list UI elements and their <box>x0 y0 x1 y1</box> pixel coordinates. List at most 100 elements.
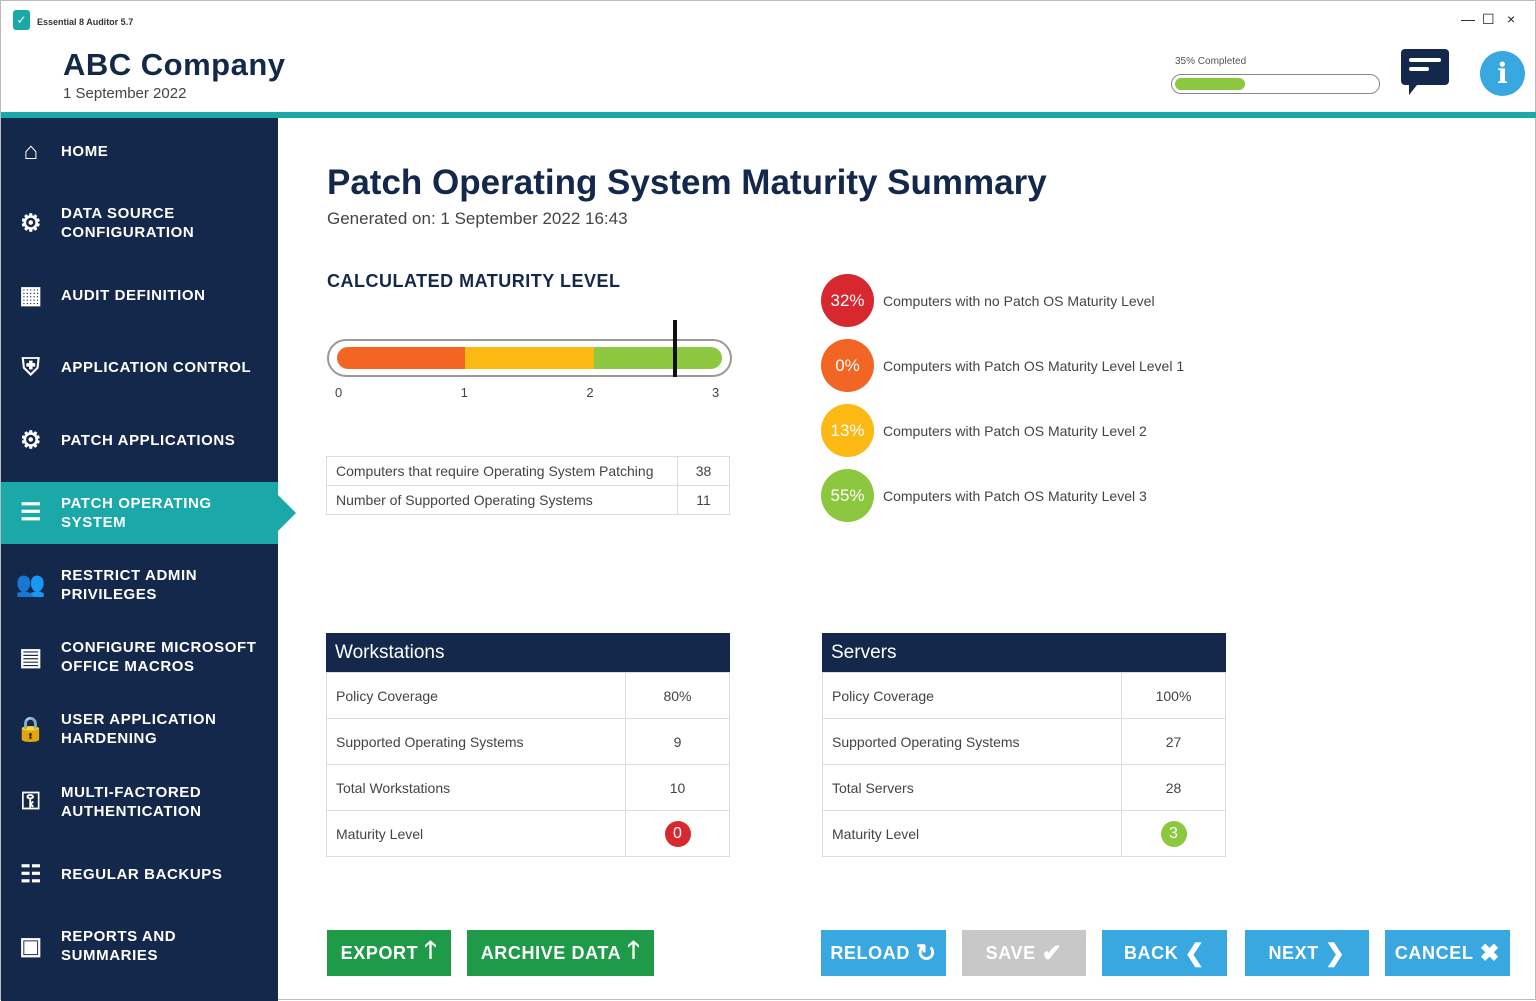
home-icon: ⌂ <box>23 137 39 165</box>
sidebar-item-patch-applications[interactable]: ⚙ PATCH APPLICATIONS <box>1 409 278 471</box>
chevron-left-icon: ❮ <box>1184 939 1206 967</box>
row-label: Supported Operating Systems <box>822 718 1122 765</box>
close-icon: ✖ <box>1479 939 1501 967</box>
row-label: Maturity Level <box>822 810 1122 857</box>
stats-table: Computers that require Operating System … <box>326 456 730 515</box>
sidebar-item-label: HOME <box>61 142 109 160</box>
row-value: 80% <box>663 687 692 704</box>
back-button[interactable]: BACK❮ <box>1102 930 1227 976</box>
row-value: 28 <box>1165 779 1182 796</box>
archive-data-button[interactable]: ARCHIVE DATA🡑 <box>467 930 654 976</box>
row-value: 27 <box>1165 733 1182 750</box>
legend-item: 13% Computers with Patch OS Maturity Leve… <box>821 404 1147 457</box>
row-label: Maturity Level <box>326 810 626 857</box>
maturity-gauge <box>327 339 732 377</box>
export-button[interactable]: EXPORT🡑 <box>327 930 451 976</box>
page-title: Patch Operating System Maturity Summary <box>327 163 1047 202</box>
percentage-circle: 32% <box>821 274 874 327</box>
sidebar-item-label: RESTRICT ADMIN PRIVILEGES <box>61 566 198 603</box>
user-application-hardening-icon: 🔒 <box>15 715 47 743</box>
info-icon[interactable]: i <box>1480 51 1525 96</box>
panel-title: Workstations <box>326 633 730 672</box>
stat-value: 38 <box>677 456 730 486</box>
arrow-up-icon: 🡑 <box>424 936 438 964</box>
row-value: 100% <box>1155 687 1192 704</box>
sidebar-item-regular-backups[interactable]: ☷ REGULAR BACKUPS <box>1 843 278 905</box>
sidebar-item-label: CONFIGURE MICROSOFT OFFICE MACROS <box>61 639 257 676</box>
next-button[interactable]: NEXT❯ <box>1245 930 1369 976</box>
stat-label: Computers that require Operating System … <box>326 456 678 486</box>
generated-on: Generated on: 1 September 2022 16:43 <box>327 209 628 228</box>
row-value-cell: 100% <box>1121 672 1226 719</box>
multi-factored-authentication-icon: ⚿ <box>21 788 41 816</box>
maximize-button[interactable]: ☐ <box>1482 11 1495 27</box>
progress-label: 35% Completed <box>1175 56 1247 67</box>
next-label: NEXT <box>1268 942 1319 963</box>
sidebar-item-label: REGULAR BACKUPS <box>61 865 223 883</box>
legend-label: Computers with Patch OS Maturity Level 3 <box>883 487 1147 504</box>
sidebar-item-application-control[interactable]: ⛨ APPLICATION CONTROL <box>1 337 278 399</box>
archive-label: ARCHIVE DATA <box>480 942 622 963</box>
sidebar-item-restrict-admin-privileges[interactable]: 👥 RESTRICT ADMIN PRIVILEGES <box>1 554 278 616</box>
sidebar-item-reports-and-summaries[interactable]: ▣REPORTS AND SUMMARIES <box>1 915 278 977</box>
row-label: Policy Coverage <box>822 672 1122 719</box>
gauge-segment-3 <box>593 347 722 369</box>
cancel-button[interactable]: CANCEL✖ <box>1385 930 1510 976</box>
reload-button[interactable]: RELOAD↻ <box>821 930 946 976</box>
save-button[interactable]: SAVE✔ <box>962 930 1086 976</box>
row-label: Policy Coverage <box>326 672 626 719</box>
stat-label: Number of Supported Operating Systems <box>326 485 678 515</box>
sidebar-item-label: DATA SOURCE CONFIGURATION <box>61 205 195 242</box>
app-name: Essential 8 Auditor 5.7 <box>37 17 134 27</box>
configure-office-macros-icon: ▤ <box>19 643 43 671</box>
progress-bar <box>1171 74 1380 94</box>
sidebar-item-data-source-configuration[interactable]: ⚙ DATA SOURCE CONFIGURATION <box>1 192 278 254</box>
data-source-configuration-icon: ⚙ <box>19 209 43 237</box>
table-row: Maturity Level 3 <box>822 810 1226 857</box>
arrow-up-icon: 🡑 <box>627 936 641 964</box>
legend-item: 55% Computers with Patch OS Maturity Leve… <box>821 469 1147 522</box>
check-icon: ✔ <box>1041 939 1063 967</box>
progress-fill <box>1175 78 1246 90</box>
legend-item: 0%Computers with Patch OS Maturity Level… <box>821 339 1184 392</box>
sidebar-item-configure-office-macros[interactable]: ▤ CONFIGURE MICROSOFT OFFICE MACROS <box>1 626 278 688</box>
sidebar-item-audit-definition[interactable]: ▦AUDIT DEFINITION <box>1 265 278 327</box>
sidebar-item-label: PATCH OPERATING SYSTEM <box>61 494 212 531</box>
chat-icon[interactable] <box>1401 49 1449 95</box>
minimize-button[interactable]: — <box>1461 11 1475 27</box>
regular-backups-icon: ☷ <box>19 860 43 888</box>
audit-definition-icon: ▦ <box>19 282 43 310</box>
legend-label: Computers with Patch OS Maturity Level 2 <box>883 422 1147 439</box>
row-value: 10 <box>669 779 686 796</box>
sidebar-item-multi-factored-authentication[interactable]: ⚿ MULTI-FACTORED AUTHENTICATION <box>1 771 278 833</box>
gauge-tick-label: 0 <box>335 385 343 400</box>
row-value-cell: 9 <box>625 718 730 765</box>
percentage-circle: 13% <box>821 404 874 457</box>
gauge-segment-2 <box>465 347 594 369</box>
sidebar-item-label: MULTI-FACTORED AUTHENTICATION <box>61 783 202 820</box>
row-value-cell: 27 <box>1121 718 1226 765</box>
application-control-icon: ⛨ <box>21 354 41 382</box>
table-row: Policy Coverage 100% <box>822 672 1226 719</box>
sidebar-item-patch-operating-system[interactable]: ☰PATCH OPERATING SYSTEM <box>1 481 296 544</box>
gauge-tick-label: 1 <box>460 385 468 400</box>
patch-applications-icon: ⚙ <box>19 426 43 454</box>
percentage-circle: 55% <box>821 469 874 522</box>
company-name: ABC Company <box>63 47 286 82</box>
stat-value: 11 <box>677 485 730 515</box>
maturity-badge: 3 <box>1160 820 1187 847</box>
close-button[interactable]: × <box>1507 11 1516 27</box>
sidebar-item-home[interactable]: ⌂ HOME <box>1 120 278 182</box>
row-value-cell: 80% <box>625 672 730 719</box>
sidebar-item-label: APPLICATION CONTROL <box>61 359 252 377</box>
maturity-marker <box>672 320 677 377</box>
reload-icon: ↻ <box>915 939 937 967</box>
sidebar-item-user-application-hardening[interactable]: 🔒USER APPLICATION HARDENING <box>1 698 278 760</box>
sidebar-item-label: PATCH APPLICATIONS <box>61 431 236 449</box>
restrict-admin-privileges-icon: 👥 <box>15 571 47 599</box>
header-date: 1 September 2022 <box>63 85 187 102</box>
